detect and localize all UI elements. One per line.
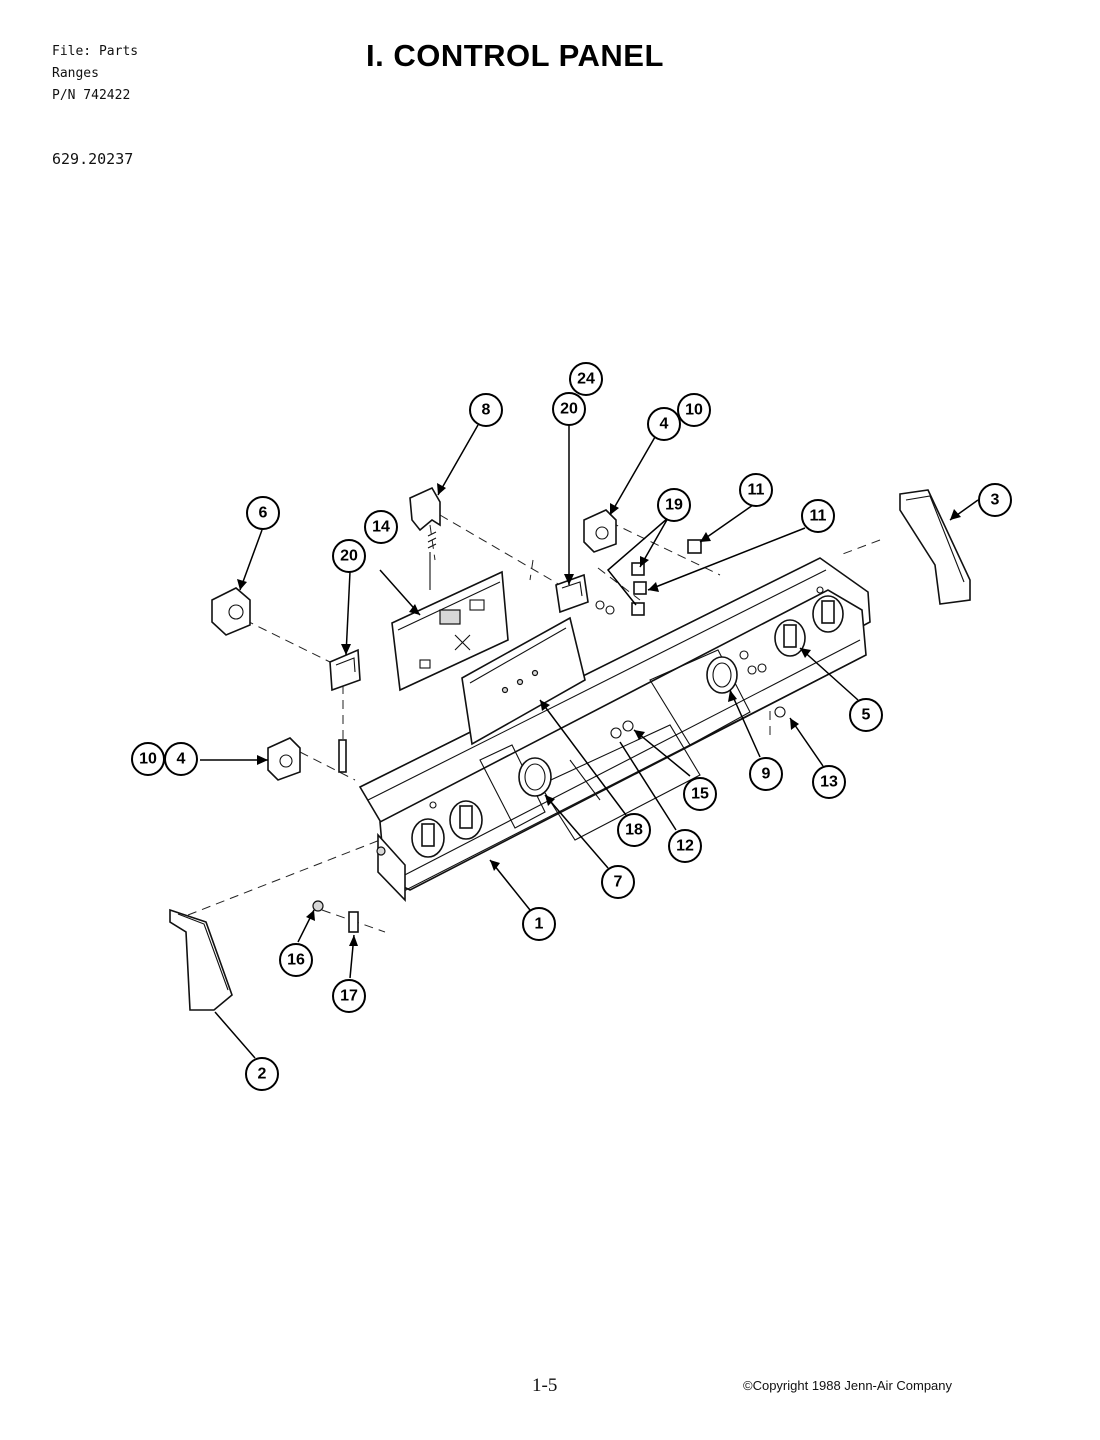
file-line-3: P/N 742422 <box>52 88 131 103</box>
bracket-8 <box>409 486 441 590</box>
callout-label: 1 <box>535 916 544 933</box>
callout-19: 19 <box>657 488 691 522</box>
callout-2: 2 <box>245 1057 279 1091</box>
callout-9: 9 <box>749 757 783 791</box>
callout-label: 17 <box>340 988 358 1005</box>
callout-13: 13 <box>812 765 846 799</box>
buttons-19-11 <box>631 539 702 616</box>
control-panel-body <box>358 557 871 902</box>
callout-3: 3 <box>978 483 1012 517</box>
knob-4-10-upper <box>583 509 617 553</box>
callout-label: 19 <box>665 497 683 514</box>
callout-label: 15 <box>691 786 709 803</box>
leader-lines <box>200 424 979 1059</box>
callout-label: 5 <box>862 707 871 724</box>
page-title: I. CONTROL PANEL <box>366 38 664 73</box>
callout-4-lower: 4 <box>164 742 198 776</box>
callout-label: 10 <box>685 402 703 419</box>
bracket-20-left <box>329 648 361 692</box>
callout-24: 24 <box>569 362 603 396</box>
callout-label: 13 <box>820 774 838 791</box>
callout-label: 6 <box>259 505 268 522</box>
callout-15: 15 <box>683 777 717 811</box>
callout-20-top: 20 <box>552 392 586 426</box>
clock-module <box>391 570 509 692</box>
callout-16: 16 <box>279 943 313 977</box>
callout-7: 7 <box>601 865 635 899</box>
file-line-1: File: Parts <box>52 44 139 59</box>
callout-label: 14 <box>372 519 390 536</box>
callout-11-upper: 11 <box>739 473 773 507</box>
callout-1: 1 <box>522 907 556 941</box>
callout-17: 17 <box>332 979 366 1013</box>
callout-label: 10 <box>139 751 157 768</box>
end-cap-3 <box>899 489 971 605</box>
callout-label: 12 <box>676 838 694 855</box>
screw <box>338 739 347 773</box>
arrowheads <box>237 483 961 946</box>
overlay-plate <box>461 616 586 746</box>
callout-label: 4 <box>177 751 186 768</box>
callout-8: 8 <box>469 393 503 427</box>
callout-label: 24 <box>577 371 595 388</box>
copyright-notice: ©Copyright 1988 Jenn-Air Company <box>743 1378 953 1393</box>
callout-label: 20 <box>340 548 358 565</box>
end-cap-2 <box>169 908 233 1011</box>
callout-10-upper: 10 <box>677 393 711 427</box>
callout-6: 6 <box>246 496 280 530</box>
callout-label: 2 <box>258 1066 267 1083</box>
callout-4-upper: 4 <box>647 407 681 441</box>
part-16 <box>312 900 324 912</box>
callout-label: 9 <box>762 766 771 783</box>
knob-6 <box>211 587 251 636</box>
callout-14: 14 <box>364 510 398 544</box>
callout-label: 8 <box>482 402 491 419</box>
callout-label: 16 <box>287 952 305 969</box>
knob-4-10-lower <box>267 737 301 781</box>
callout-20-left: 20 <box>332 539 366 573</box>
callout-label: 11 <box>748 482 765 499</box>
panel-knobs <box>376 586 844 858</box>
callout-label: 3 <box>991 492 1000 509</box>
callout-11-lower: 11 <box>801 499 835 533</box>
bracket-20-right <box>555 573 615 615</box>
file-line-2: Ranges <box>52 66 99 81</box>
part-17 <box>348 911 359 933</box>
callout-label: 20 <box>560 401 578 418</box>
callout-18: 18 <box>617 813 651 847</box>
callout-12: 12 <box>668 829 702 863</box>
page-number: 1-5 <box>532 1375 558 1396</box>
model-number: 629.20237 <box>52 150 134 168</box>
callout-label: 7 <box>614 874 623 891</box>
callout-label: 18 <box>625 822 643 839</box>
assembly-lines <box>187 514 881 933</box>
callout-label: 4 <box>660 416 669 433</box>
callout-label: 11 <box>810 508 827 525</box>
callout-5: 5 <box>849 698 883 732</box>
callout-10-lower: 10 <box>131 742 165 776</box>
